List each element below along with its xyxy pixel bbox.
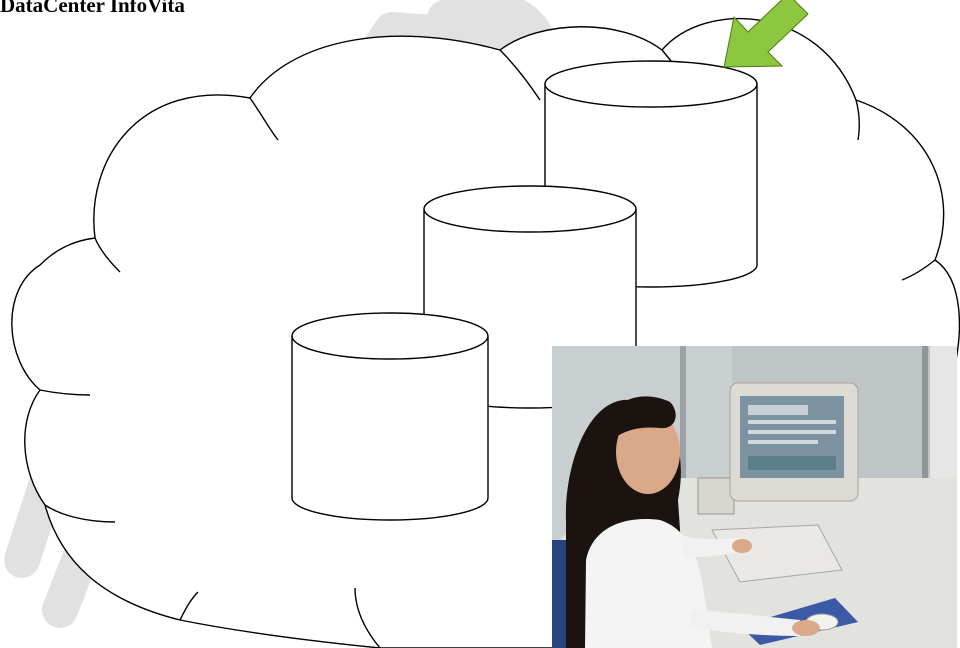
database-1 xyxy=(291,312,489,521)
arrow-icon xyxy=(723,0,809,68)
page-title: DataCenter InfoVita xyxy=(0,0,185,17)
workstation-photo xyxy=(552,346,957,648)
